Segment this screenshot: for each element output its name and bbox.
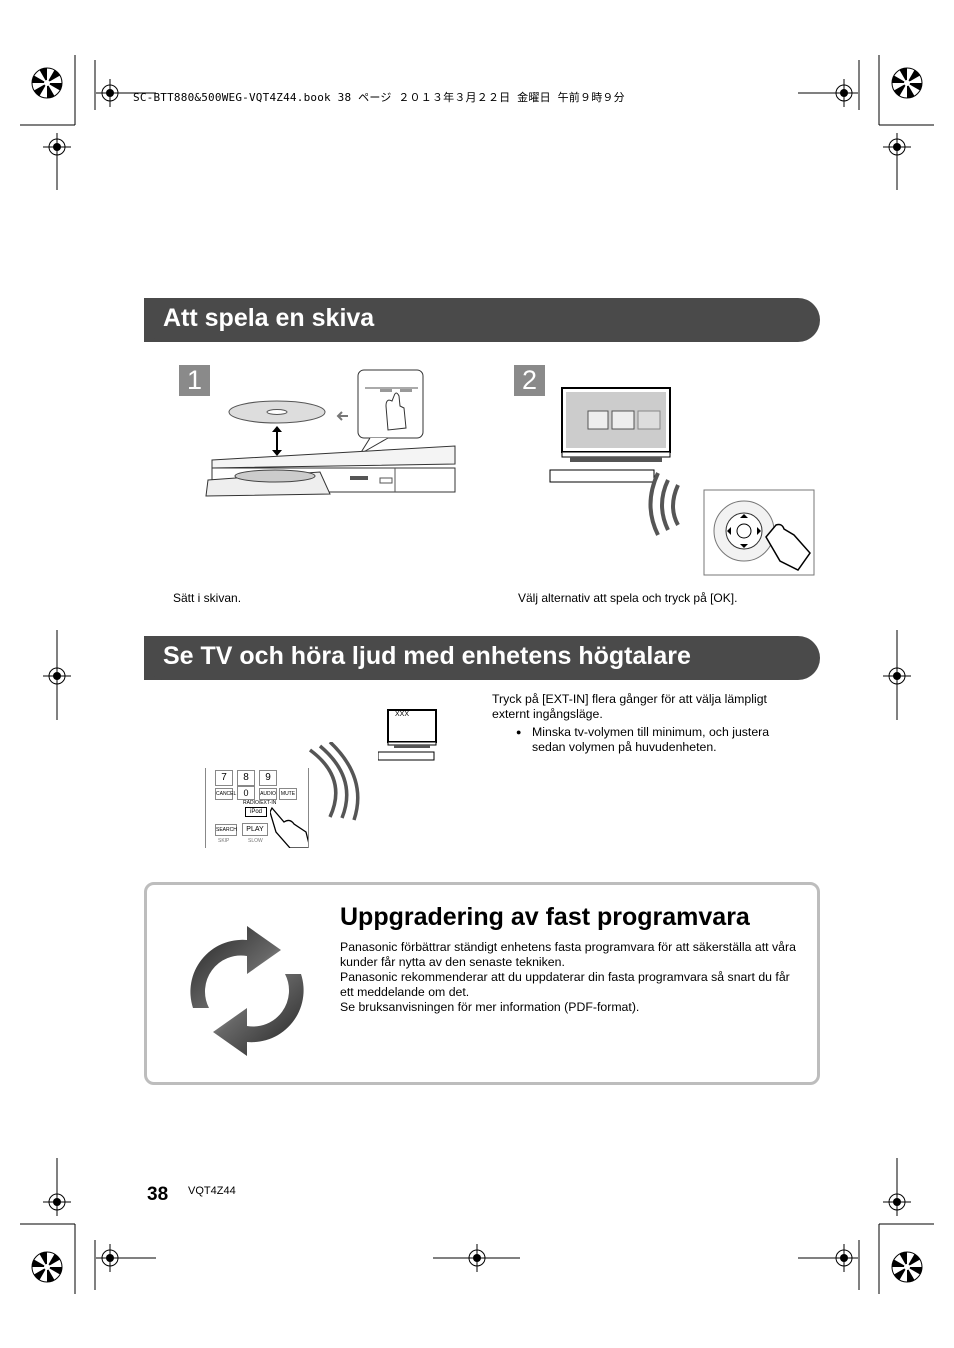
- disc-tray-illustration: [205, 369, 456, 497]
- firmware-line-2: Panasonic rekommenderar att du uppdatera…: [340, 970, 790, 999]
- mute-key[interactable]: MUTE: [279, 788, 297, 800]
- section-bar-play-disc: Att spela en skiva: [144, 298, 820, 342]
- refresh-arrows-icon: [190, 926, 304, 1056]
- firmware-description: Panasonic förbättrar ständigt enhetens f…: [340, 940, 800, 1015]
- firmware-box: [144, 882, 820, 1085]
- step-2-caption: Välj alternativ att spela och tryck på […: [518, 591, 738, 605]
- firmware-title: Uppgradering av fast programvara: [340, 903, 750, 931]
- page-number: 38: [147, 1184, 169, 1205]
- ipod-key[interactable]: iPod: [245, 807, 267, 817]
- slow-label: SLOW: [248, 838, 263, 844]
- key-8[interactable]: 8: [237, 770, 255, 786]
- play-key[interactable]: PLAY: [242, 823, 268, 836]
- step-1-caption: Sätt i skivan.: [173, 591, 242, 605]
- volume-bullets: Minska tv-volymen till minimum, och just…: [514, 725, 804, 755]
- print-header: SC-BTT880&500WEG-VQT4Z44.book 38 ページ ２０１…: [133, 91, 625, 104]
- firmware-line-1: Panasonic förbättrar ständigt enhetens f…: [340, 940, 796, 969]
- skip-label: SKIP: [218, 838, 230, 844]
- section-title: Se TV och höra ljud med enhetens högtala…: [163, 642, 691, 670]
- volume-bullet-item: Minska tv-volymen till minimum, och just…: [514, 725, 804, 755]
- key-0[interactable]: 0: [237, 786, 255, 800]
- key-7[interactable]: 7: [215, 770, 233, 786]
- tv-illustration: XXX: [378, 708, 446, 761]
- section-title: Att spela en skiva: [163, 304, 375, 332]
- cancel-key[interactable]: CANCEL: [215, 788, 236, 800]
- step-2-number: 2: [514, 365, 545, 396]
- step-1-number: 1: [179, 365, 210, 396]
- signal-waves: [308, 742, 360, 821]
- document-code: VQT4Z44: [188, 1185, 236, 1197]
- hand-icon: [270, 806, 308, 848]
- audio-key[interactable]: AUDIO: [259, 788, 277, 800]
- tv-screen-label: XXX: [395, 711, 410, 718]
- radio-ext-label: RADIO/EXT-IN: [243, 800, 277, 806]
- tv-remote-illustration: [549, 387, 815, 576]
- section-bar-tv-audio: Se TV och höra ljud med enhetens högtala…: [144, 636, 820, 680]
- remote-control: 7 8 9 CANCEL 0 AUDIO MUTE RADIO/EXT-IN i…: [205, 768, 309, 848]
- firmware-line-3: Se bruksanvisningen för mer information …: [340, 1000, 640, 1014]
- key-9[interactable]: 9: [259, 770, 277, 786]
- search-key[interactable]: SEARCH: [215, 824, 237, 836]
- ext-in-instruction: Tryck på [EXT-IN] flera gånger för att v…: [492, 692, 767, 721]
